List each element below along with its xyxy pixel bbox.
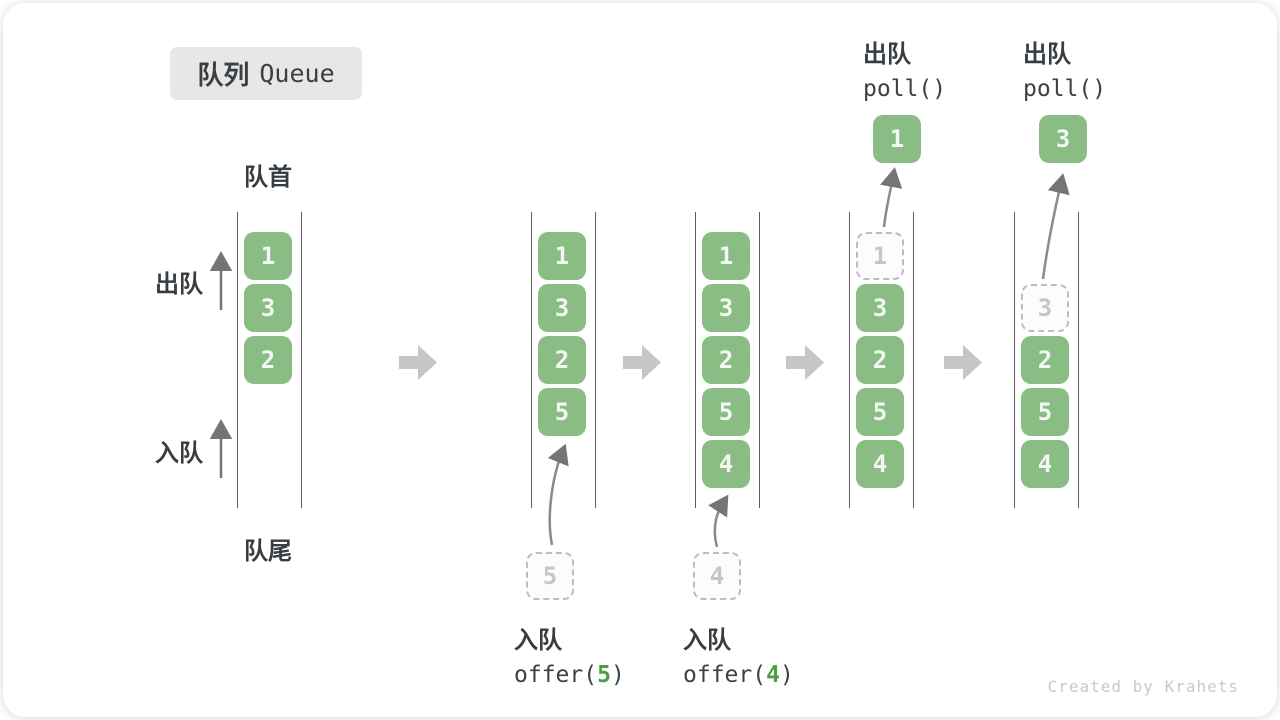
code-fn: offer( [514, 662, 598, 688]
queue-cell: 2 [1021, 336, 1069, 384]
enqueue-op-label: 入队 offer(4) [683, 620, 794, 688]
queue-cell: 5 [702, 388, 750, 436]
queue-cell: 2 [702, 336, 750, 384]
title-box: 队列 Queue [170, 47, 362, 100]
code-close: ) [610, 662, 625, 688]
code-arg: 4 [766, 662, 780, 688]
enqueue-op-label: 入队 offer(5) [514, 620, 625, 688]
queue-cell: 3 [244, 284, 292, 332]
queue-cell-ghost: 1 [856, 232, 904, 280]
next-state-arrow-icon [786, 345, 824, 380]
queue-cell: 1 [538, 232, 586, 280]
enqueue-op-zh: 入队 [514, 627, 562, 654]
label-queue-rear: 队尾 [244, 538, 292, 565]
incoming-value-box: 4 [693, 552, 741, 600]
enqueue-op-code: offer(4) [683, 662, 794, 688]
code-fn: offer( [683, 662, 767, 688]
queue-cell: 3 [538, 284, 586, 332]
queue-cell: 2 [856, 336, 904, 384]
queue-column-state-5: 3 2 5 4 [1014, 212, 1079, 508]
queue-cell: 2 [538, 336, 586, 384]
dequeue-op-code: poll() [1023, 76, 1107, 102]
next-state-arrow-icon [623, 345, 661, 380]
dequeue-op-label: 出队 poll() [1023, 34, 1106, 102]
dequeue-op-zh: 出队 [863, 41, 911, 68]
credit-text: Created by Krahets [1047, 677, 1239, 696]
queue-column-state-4: 1 3 2 5 4 [849, 212, 914, 508]
queue-cell: 2 [244, 336, 292, 384]
queue-cell: 4 [1021, 440, 1069, 488]
diagram-card: 队列 Queue 队首 队尾 出队 入队 1 3 2 1 3 2 5 1 3 2… [3, 3, 1277, 717]
queue-cell: 1 [244, 232, 292, 280]
code-close: ) [779, 662, 794, 688]
code-arg: 5 [597, 662, 611, 688]
title-zh: 队列 [197, 60, 250, 90]
queue-cell: 1 [702, 232, 750, 280]
title-en: Queue [259, 59, 335, 88]
queue-cell: 5 [538, 388, 586, 436]
incoming-value-box: 5 [526, 552, 574, 600]
dequeue-op-zh: 出队 [1023, 41, 1071, 68]
queue-column-state-3: 1 3 2 5 4 [695, 212, 760, 508]
queue-cell: 3 [856, 284, 904, 332]
next-state-arrow-icon [944, 345, 982, 380]
polled-value-box: 1 [873, 115, 921, 163]
queue-cell: 5 [1021, 388, 1069, 436]
label-queue-front: 队首 [244, 164, 292, 191]
queue-column-state-1: 1 3 2 [237, 212, 302, 508]
enqueue-op-zh: 入队 [683, 627, 731, 654]
polled-value-box: 3 [1039, 115, 1087, 163]
enqueue-flow-arrow-icon [708, 494, 729, 548]
queue-column-state-2: 1 3 2 5 [531, 212, 596, 508]
next-state-arrow-icon [399, 345, 437, 380]
enqueue-op-code: offer(5) [514, 662, 625, 688]
queue-cell: 3 [702, 284, 750, 332]
queue-cell: 4 [702, 440, 750, 488]
queue-cell: 5 [856, 388, 904, 436]
label-dequeue: 出队 [155, 271, 203, 298]
dequeue-op-label: 出队 poll() [863, 34, 946, 102]
queue-cell-ghost: 3 [1021, 284, 1069, 332]
queue-cell: 4 [856, 440, 904, 488]
dequeue-op-code: poll() [863, 76, 947, 102]
label-enqueue: 入队 [155, 440, 203, 467]
